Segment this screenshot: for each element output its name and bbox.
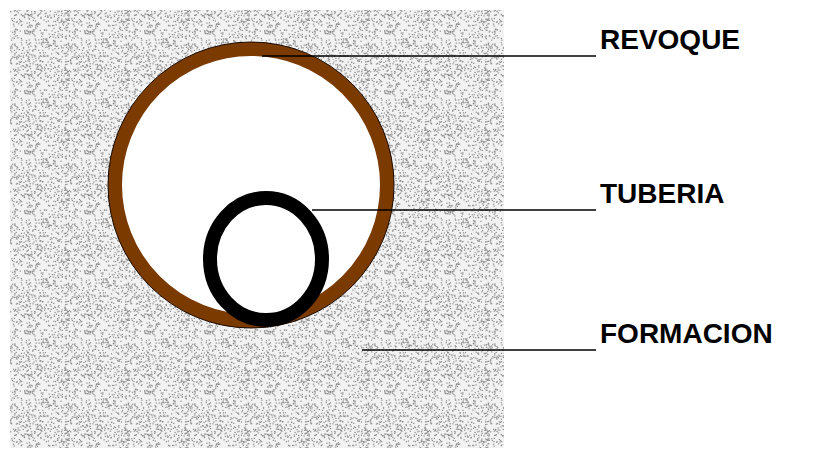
leader-line <box>362 349 596 351</box>
mudcake-outline <box>108 42 394 328</box>
part-label: REVOQUE <box>600 24 740 56</box>
mudcake-ring <box>115 49 387 321</box>
pipe-ring <box>210 198 322 320</box>
leader-line <box>262 55 596 57</box>
leader-line <box>312 209 596 211</box>
part-label: FORMACION <box>600 318 773 350</box>
part-label: TUBERIA <box>600 178 724 210</box>
formation-block <box>10 10 504 448</box>
